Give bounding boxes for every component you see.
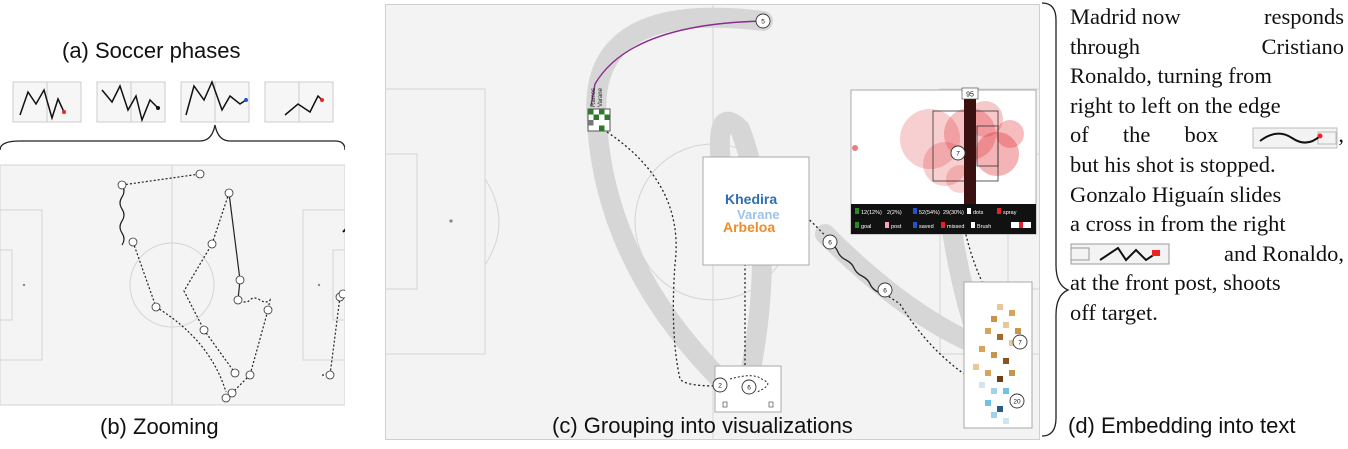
node-goal-label: 7 [956, 151, 960, 158]
text-line-11: off target. [1070, 299, 1158, 325]
player-tag-ramos: Ramos [591, 88, 597, 107]
node-end-label: 20 [1013, 399, 1021, 406]
caption-embedding: (d) Embedding into text [1068, 413, 1296, 438]
text-brace [1041, 2, 1070, 437]
legend-saved-count: 52(54%) [919, 210, 940, 216]
node-run-1-label: 6 [828, 240, 832, 247]
zoom-trajectories [119, 173, 341, 399]
caption-zooming: (b) Zooming [100, 414, 219, 439]
legend-post-count: 2(2%) [887, 210, 902, 216]
text-line-5b: the [1122, 122, 1151, 148]
text-line-7: Gonzalo Higuaín slides [1070, 181, 1282, 207]
legend-spray: spray [1003, 210, 1017, 216]
word-arbeloa: Arbeloa [723, 219, 775, 235]
inline-trajectory-glyph-1[interactable] [1252, 126, 1338, 150]
embedded-narrative-text: Madrid now responds through Cristiano Rona… [1070, 2, 1344, 328]
caption-grouping: (c) Grouping into visualizations [552, 413, 853, 438]
node-bottom-b-label: 6 [747, 385, 751, 392]
goal-heatmap-box[interactable]: 95 12(12%) 2(2%) 52(54%) 29(30%) dots sp… [850, 87, 1037, 235]
text-line-3: Ronaldo, turning from [1070, 63, 1272, 89]
grouped-visualization-pitch: Ramos Varane Khedira Varane Arbeloa [385, 4, 1040, 440]
text-line-2a: through [1070, 33, 1140, 59]
node-bottom-a-label: 2 [718, 383, 722, 390]
caption-soccer-phases: (a) Soccer phases [62, 38, 241, 63]
pass-line [590, 20, 764, 107]
node-circle-bottom-a [712, 377, 728, 393]
node-circle-end [1009, 393, 1025, 409]
text-line-5d: , [1338, 122, 1344, 148]
inline-trajectory-glyph-2[interactable] [1070, 242, 1170, 266]
player-tag-varane: Varane [598, 87, 604, 107]
legend-brush: Brush [977, 224, 991, 230]
text-line-2b: Cristiano [1261, 33, 1345, 59]
node-circle-goal [950, 145, 966, 161]
word-cloud-box[interactable]: Khedira Varane Arbeloa [702, 156, 810, 266]
text-line-9: and Ronaldo, [1224, 240, 1344, 266]
word-varane: Varane [737, 207, 780, 222]
legend-goal-count: 12(12%) [861, 210, 882, 216]
text-line-5c: box [1184, 122, 1219, 148]
dribble-line [829, 241, 879, 293]
node-circle-run-1 [822, 234, 838, 250]
text-line-1a: Madrid now [1070, 4, 1181, 29]
phase-thumbnail-3[interactable] [180, 79, 250, 123]
phase-thumbnail-4[interactable] [264, 81, 334, 123]
text-line-8: a cross in from the right [1070, 211, 1286, 237]
node-run-2-label: 6 [883, 288, 887, 295]
player-grid[interactable]: Ramos Varane [587, 87, 611, 132]
legend-saved: saved [919, 224, 934, 230]
text-line-5a: of [1070, 122, 1089, 148]
heatmap-value-label: 95 [966, 92, 974, 99]
node-circle-top [755, 13, 771, 29]
text-line-1b: responds [1264, 4, 1344, 29]
node-circle-bottom-b [741, 379, 757, 395]
text-line-4: right to left on the edge [1070, 92, 1281, 118]
text-line-10: at the front post, shoots [1070, 270, 1281, 296]
legend-dots: dots [973, 210, 984, 216]
legend-goal: goal [861, 224, 871, 230]
phase-thumbnail-2[interactable] [96, 81, 166, 123]
text-line-6: but his shot is stopped. [1070, 151, 1276, 177]
legend-post: post [891, 224, 902, 230]
legend-missed: missed [947, 224, 964, 230]
node-circle-heat [1012, 334, 1028, 350]
phase-thumbnail-1[interactable] [12, 81, 82, 123]
zoom-nodes [117, 169, 345, 403]
node-top-label: 5 [761, 19, 765, 26]
word-khedira: Khedira [725, 191, 777, 207]
legend-missed-count: 29(30%) [943, 210, 964, 216]
zoom-pitch [0, 164, 345, 406]
soccer-phase-thumbnails [0, 79, 345, 406]
node-heat-label: 7 [1018, 340, 1022, 347]
node-circle-run-2 [877, 282, 893, 298]
brace [0, 124, 345, 151]
